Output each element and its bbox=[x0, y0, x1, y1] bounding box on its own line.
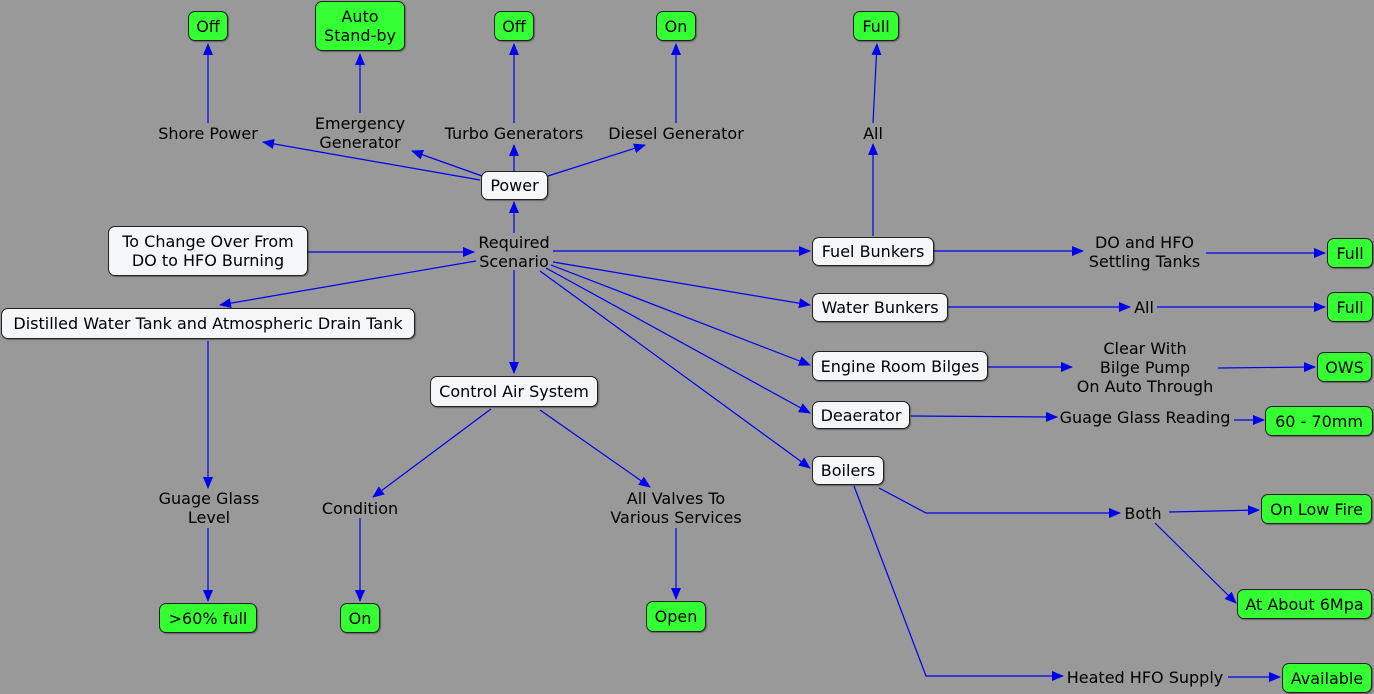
edge-control-air-to-all-valves bbox=[539, 409, 651, 488]
node-both: Both bbox=[1124, 503, 1162, 523]
node-off-turbo: Off bbox=[494, 11, 534, 41]
node-condition: Condition bbox=[321, 498, 399, 518]
edge-control-air-to-condition bbox=[372, 408, 492, 498]
edge-all-to-full bbox=[871, 43, 882, 124]
node-full-water: Full bbox=[1327, 292, 1373, 322]
node-full-settling: Full bbox=[1327, 238, 1373, 268]
node-power: Power bbox=[481, 171, 548, 200]
node-deaerator: Deaerator bbox=[812, 401, 910, 429]
node-all-valves: All Valves To Various Services bbox=[610, 489, 742, 527]
node-clear-with-bilge-pump: Clear With Bilge Pump On Auto Through bbox=[1076, 338, 1214, 396]
edge-scenario-to-distilled-water-tank bbox=[219, 260, 477, 309]
edge-scenario-to-engine-room-bilges bbox=[550, 264, 811, 366]
edge-deaerator-to-gauge-glass-reading bbox=[910, 411, 1058, 422]
edge-boilers-to-both bbox=[878, 487, 1121, 518]
node-distilled-water-tank: Distilled Water Tank and Atmospheric Dra… bbox=[1, 308, 415, 339]
node-off-shore-power: Off bbox=[188, 11, 228, 41]
node-all-fuel: All bbox=[863, 123, 883, 143]
node-on-condition: On bbox=[340, 603, 380, 633]
edge-power-to-diesel-generator bbox=[547, 143, 646, 177]
node-diesel-generator: Diesel Generator bbox=[608, 123, 744, 143]
node-change-over: To Change Over From DO to HFO Burning bbox=[108, 226, 308, 276]
node-all-water: All bbox=[1134, 297, 1154, 317]
node-required-scenario: Required Scenario bbox=[478, 233, 550, 271]
edge-both-to-at-about-6mpa bbox=[1154, 522, 1237, 604]
edge-boilers-to-heated-hfo-supply bbox=[853, 485, 1064, 681]
node-water-bunkers: Water Bunkers bbox=[812, 293, 948, 322]
node-on-diesel: On bbox=[656, 11, 696, 41]
node-gauge-glass-level: Guage Glass Level bbox=[158, 489, 260, 527]
edge-scenario-to-water-bunkers bbox=[552, 261, 811, 309]
edge-scenario-to-boilers bbox=[539, 270, 811, 469]
node-turbo-generators: Turbo Generators bbox=[444, 123, 584, 143]
edge-power-to-emergency-generator bbox=[411, 149, 483, 177]
node-open: Open bbox=[646, 601, 706, 632]
node-control-air-system: Control Air System bbox=[430, 376, 598, 407]
node-engine-room-bilges: Engine Room Bilges bbox=[812, 351, 988, 381]
node-shore-power: Shore Power bbox=[158, 123, 258, 143]
node-fuel-bunkers: Fuel Bunkers bbox=[812, 237, 934, 266]
node-heated-hfo-supply: Heated HFO Supply bbox=[1066, 667, 1224, 687]
node-60-percent-full: >60% full bbox=[159, 603, 257, 633]
edge-power-to-shore-power bbox=[262, 138, 481, 181]
node-emergency-generator: Emergency Generator bbox=[314, 114, 406, 152]
node-ows: OWS bbox=[1317, 352, 1372, 382]
node-full-all: Full bbox=[853, 11, 899, 41]
edge-scenario-to-deaerator bbox=[545, 267, 811, 414]
node-boilers: Boilers bbox=[812, 456, 884, 485]
node-auto-standby: Auto Stand-by bbox=[315, 1, 405, 51]
node-settling-tanks: DO and HFO Settling Tanks bbox=[1088, 233, 1201, 271]
node-available: Available bbox=[1282, 663, 1372, 693]
node-60-70mm: 60 - 70mm bbox=[1265, 406, 1373, 436]
node-at-about-6mpa: At About 6Mpa bbox=[1237, 589, 1372, 619]
node-on-low-fire: On Low Fire bbox=[1261, 494, 1372, 524]
edge-clear-with-bilge-pump-to-ows bbox=[1217, 362, 1316, 373]
node-gauge-glass-reading: Guage Glass Reading bbox=[1059, 407, 1231, 427]
edge-both-to-on-low-fire bbox=[1168, 505, 1260, 516]
